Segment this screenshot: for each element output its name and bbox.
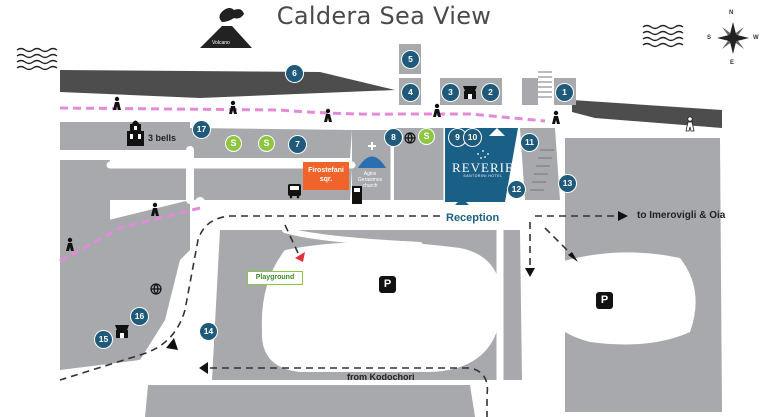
- hotel-name: REVERIE: [452, 160, 514, 175]
- waves-icon: [642, 24, 684, 48]
- church-dome-icon: [358, 142, 386, 168]
- route-arrows: [166, 211, 628, 374]
- point-10[interactable]: 10: [464, 129, 481, 146]
- hotel-stars: [477, 150, 489, 159]
- parking-icon: P: [379, 276, 396, 293]
- shop-icon: S: [419, 129, 434, 144]
- point-11[interactable]: 11: [521, 134, 538, 151]
- point-16[interactable]: 16: [131, 308, 148, 325]
- point-6[interactable]: 6: [286, 65, 303, 82]
- point-14[interactable]: 14: [200, 323, 217, 340]
- point-15[interactable]: 15: [95, 331, 112, 348]
- shop-icon: [115, 325, 129, 338]
- point-4[interactable]: 4: [402, 84, 419, 101]
- map-title: Caldera Sea View: [276, 2, 492, 30]
- caldera-cliff-road-east: [572, 100, 722, 128]
- compass-icon: [717, 22, 749, 54]
- point-2[interactable]: 2: [482, 84, 499, 101]
- point-7[interactable]: 7: [289, 136, 306, 153]
- caldera-cliff-road-west: [60, 70, 395, 98]
- point-8[interactable]: 8: [385, 129, 402, 146]
- volcano-icon: [200, 8, 252, 48]
- pedestrian-icon: [685, 116, 695, 132]
- parking-area-east: [545, 252, 696, 345]
- bell-tower-icon: [127, 120, 144, 146]
- imerovigli-oia-label: to Imerovigli & Oia: [637, 210, 726, 221]
- pedestrian-path: [59, 106, 546, 123]
- shop-icon: S: [226, 136, 241, 151]
- shop-icon: S: [259, 136, 274, 151]
- church-label: Agios Gerasimos church: [357, 171, 383, 189]
- parking-area-main: [261, 241, 502, 372]
- point-12[interactable]: 12: [508, 181, 525, 198]
- point-13[interactable]: 13: [559, 175, 576, 192]
- point-3[interactable]: 3: [442, 84, 459, 101]
- compass-north: N: [729, 10, 734, 16]
- hotel-entrance-arrow-bottom: [455, 198, 469, 205]
- waves-icon: [16, 47, 58, 71]
- reception-label: Reception: [446, 212, 500, 224]
- hotel-building: [445, 128, 518, 202]
- point-9[interactable]: 9: [449, 129, 466, 146]
- hotel-entrance-arrow-top: [489, 128, 505, 136]
- kodochori-label: from Kodochori: [347, 372, 415, 382]
- stairs: [530, 71, 554, 191]
- point-5[interactable]: 5: [402, 51, 419, 68]
- pedestrian-icon: [66, 96, 560, 251]
- pedestrian-path-south: [57, 206, 201, 264]
- compass-west: W: [753, 35, 759, 41]
- atm-icon: [352, 186, 362, 204]
- playground-arrow: [295, 252, 305, 262]
- parking-icon: P: [596, 292, 613, 309]
- shop-icon: [463, 86, 477, 99]
- bus-icon: [288, 184, 301, 199]
- point-17[interactable]: 17: [193, 121, 210, 138]
- firostefani-square-label: Firostefani sqr.: [303, 162, 349, 190]
- hotel-subtitle: SANTORINI HOTEL: [463, 174, 503, 178]
- volcano-label: Volcano: [212, 40, 230, 46]
- point-1[interactable]: 1: [556, 84, 573, 101]
- playground-label: Playground: [247, 271, 303, 285]
- compass-south: S: [707, 35, 712, 41]
- compass-east: E: [730, 60, 735, 66]
- driving-routes: [59, 215, 615, 417]
- bells-label: 3 bells: [148, 133, 177, 143]
- globe-icon: [150, 132, 416, 295]
